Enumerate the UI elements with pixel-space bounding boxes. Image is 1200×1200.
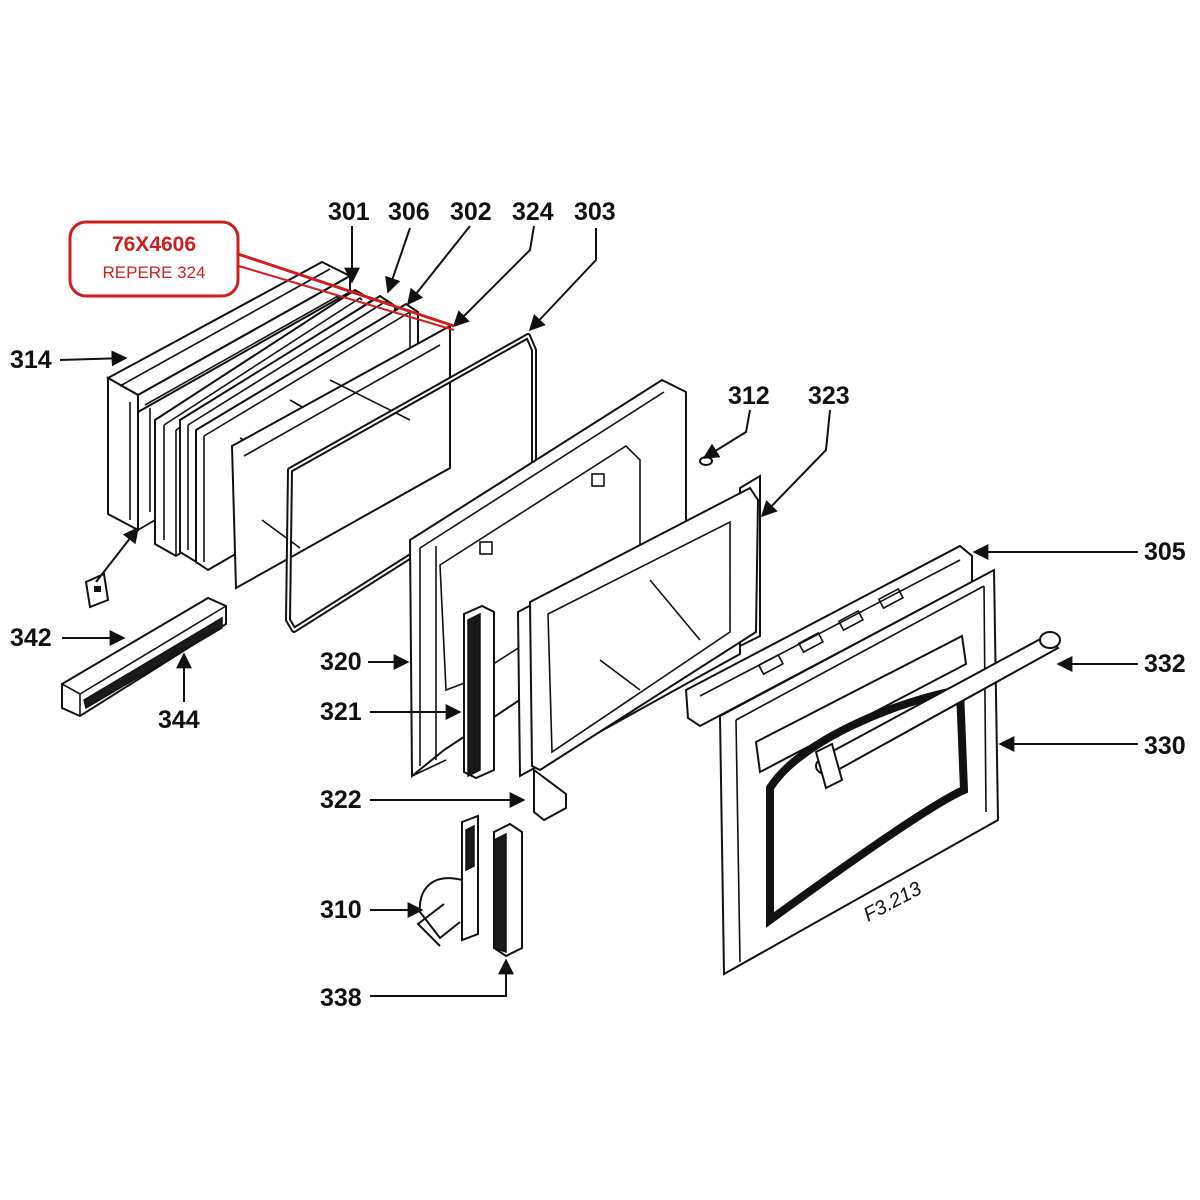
label-332: 332 <box>1144 650 1186 678</box>
part-332-door-handle <box>814 631 1061 790</box>
label-324: 324 <box>512 198 554 226</box>
part-310-hinge <box>416 814 479 947</box>
label-321: 321 <box>320 698 362 726</box>
part-330-outer-door <box>718 568 1000 976</box>
leader-306 <box>385 227 411 294</box>
part-clip-small <box>84 572 110 609</box>
panel-slot <box>591 473 605 487</box>
callout-76x4606: 76X4606 REPERE 324 <box>68 220 455 331</box>
vent-slot <box>797 631 825 654</box>
vent-slot <box>757 653 785 676</box>
part-344-brush <box>83 616 223 710</box>
label-310: 310 <box>320 896 362 924</box>
vent-slot <box>837 609 865 632</box>
clip-hole <box>94 586 101 592</box>
part-321-insulation <box>463 604 495 780</box>
leader-303 <box>528 228 597 332</box>
leader-323 <box>760 409 831 518</box>
callout-pointer <box>231 263 455 331</box>
callout-code: 76X4606 <box>112 233 196 256</box>
leader-338 <box>370 958 514 997</box>
leader-lines <box>59 225 1138 997</box>
label-344: 344 <box>158 706 200 734</box>
leader-302 <box>407 225 471 306</box>
label-314: 314 <box>10 346 52 374</box>
part-342-hinge-cover <box>61 596 227 718</box>
leader-324 <box>452 225 535 328</box>
label-312: 312 <box>728 382 770 410</box>
leader-314 <box>59 350 128 367</box>
leader-312 <box>702 409 751 459</box>
label-301: 301 <box>328 198 370 226</box>
part-312-screw <box>699 456 713 466</box>
callout-subtitle: REPERE 324 <box>103 263 206 282</box>
label-330: 330 <box>1144 732 1186 760</box>
callout-box <box>68 220 240 298</box>
label-322: 322 <box>320 786 362 814</box>
leader-clip <box>95 526 139 583</box>
vent-slot <box>877 587 905 610</box>
part-338-hinge-insulation <box>493 822 523 958</box>
door-window-gasket <box>766 685 969 928</box>
label-302: 302 <box>450 198 492 226</box>
label-303: 303 <box>574 198 616 226</box>
label-320: 320 <box>320 648 362 676</box>
label-342: 342 <box>10 624 52 652</box>
label-306: 306 <box>388 198 430 226</box>
label-323: 323 <box>808 382 850 410</box>
part-314-inner-frame <box>105 260 353 532</box>
label-305: 305 <box>1144 538 1186 566</box>
label-338: 338 <box>320 984 362 1012</box>
callout-pointer <box>231 250 455 328</box>
panel-slot <box>479 541 493 555</box>
part-322-glass-frame <box>516 486 760 822</box>
